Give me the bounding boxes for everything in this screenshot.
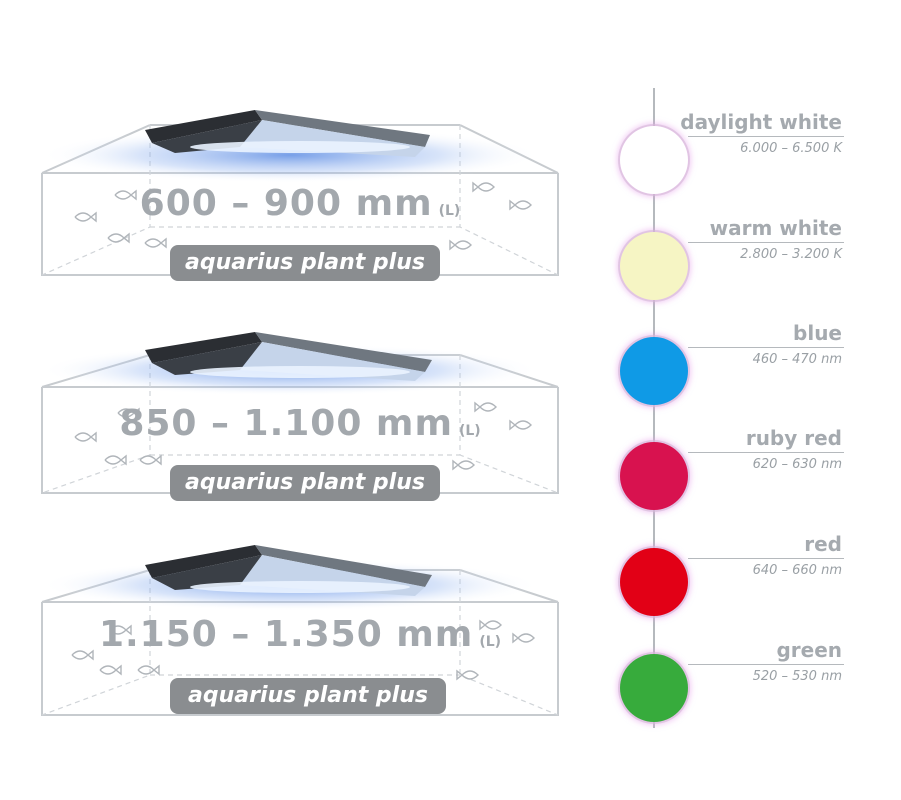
- led-color-swatch: [620, 654, 688, 722]
- led-ruby-red: ruby red 620 – 630 nm: [0, 426, 901, 536]
- led-color-swatch: [620, 442, 688, 510]
- product-aquarius-plant-plus-60: 600 – 900 mm (L) aquarius plant plus 60: [0, 95, 600, 311]
- led-blue: blue 460 – 470 nm: [0, 321, 901, 431]
- led-divider: [688, 242, 844, 243]
- led-name: warm white: [709, 216, 842, 240]
- product-name-badge: aquarius plant plus 60: [170, 245, 440, 311]
- fish-icon: [71, 619, 535, 681]
- dimension-unit: (L): [458, 423, 481, 439]
- led-divider: [688, 558, 844, 559]
- dimension-unit: (L): [438, 203, 461, 219]
- led-spec: 520 – 530 nm: [752, 669, 842, 684]
- led-divider: [688, 452, 844, 453]
- fish-icon: [74, 181, 532, 251]
- led-lamp-icon: [145, 332, 432, 381]
- fish-icon: [74, 401, 532, 471]
- led-name: daylight white: [680, 110, 842, 134]
- dimension-value: 850 – 1.100 mm: [119, 403, 453, 444]
- led-spec: 6.000 – 6.500 K: [740, 141, 842, 156]
- led-name: ruby red: [745, 426, 842, 450]
- led-spec: 640 – 660 nm: [752, 563, 842, 578]
- led-lamp-icon: [145, 545, 432, 596]
- aquarium-tank-icon: [40, 332, 559, 494]
- dimension-unit: (L): [479, 634, 502, 650]
- led-color-swatch: [620, 337, 688, 405]
- led-divider: [688, 347, 844, 348]
- led-lamp-icon: [145, 110, 430, 157]
- product-name-badge: aquarius plant plus 90: [170, 465, 440, 531]
- product-dimension: 600 – 900 mm (L): [0, 183, 600, 224]
- led-color-swatch: [620, 126, 688, 194]
- led-color-swatch: [620, 232, 688, 300]
- led-name: green: [776, 638, 842, 662]
- led-divider: [688, 664, 844, 665]
- product-aquarius-plant-plus-120: 1.150 – 1.350 mm (L) aquarius plant plus …: [0, 530, 600, 744]
- product-dimension: 1.150 – 1.350 mm (L): [0, 614, 600, 655]
- dimension-value: 600 – 900 mm: [139, 183, 433, 224]
- led-color-swatch: [620, 548, 688, 616]
- led-daylight-white: daylight white 6.000 – 6.500 K: [0, 110, 901, 220]
- aquarium-tank-icon: [40, 110, 559, 276]
- led-name: red: [804, 532, 842, 556]
- led-spec: 460 – 470 nm: [752, 352, 842, 367]
- led-spectrum-line: [653, 88, 655, 728]
- led-green: green 520 – 530 nm: [0, 638, 901, 748]
- dimension-value: 1.150 – 1.350 mm: [98, 614, 474, 655]
- product-aquarius-plant-plus-90: 850 – 1.100 mm (L) aquarius plant plus 90: [0, 315, 600, 531]
- led-name: blue: [793, 321, 842, 345]
- aquarium-tank-icon: [40, 545, 559, 716]
- product-name-badge: aquarius plant plus 120: [170, 678, 446, 744]
- led-divider: [688, 136, 844, 137]
- led-spec: 2.800 – 3.200 K: [740, 247, 842, 262]
- led-warm-white: warm white 2.800 – 3.200 K: [0, 216, 901, 326]
- product-dimension: 850 – 1.100 mm (L): [0, 403, 600, 444]
- led-red: red 640 – 660 nm: [0, 532, 901, 642]
- led-spec: 620 – 630 nm: [752, 457, 842, 472]
